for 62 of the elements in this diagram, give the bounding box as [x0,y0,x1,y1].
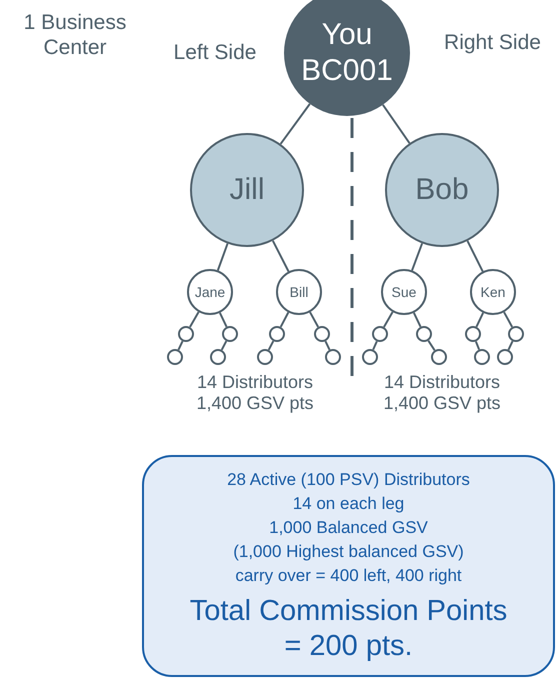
person-circle [187,269,233,315]
member-circle [508,326,524,342]
member-circle [431,349,447,365]
connector-line [280,103,311,145]
member-circle [178,326,194,342]
member-circle [465,326,481,342]
side-label: Right Side [443,30,542,55]
person-name: BC001 [301,53,393,89]
connector-line [466,240,484,272]
person-name: Bob [415,173,469,207]
connector-line [218,312,228,328]
connector-line [178,340,184,350]
connector-line [474,341,480,350]
member-circle [325,349,341,365]
summary-line: carry over = 400 left, 400 right [235,565,462,587]
connector-line [324,340,330,350]
member-circle [222,326,238,342]
member-circle [474,349,490,365]
connector-line [280,312,290,328]
connector-line [216,243,228,271]
person-circle [470,269,516,315]
connector-line [476,312,484,328]
connector-line [372,340,378,350]
person-name: Bill [290,284,308,300]
member-circle [167,349,183,365]
person-name: Sue [392,284,416,300]
member-circle [372,326,388,342]
person-name: Jill [230,173,264,207]
connector-line [272,240,290,272]
person-name: Ken [480,284,506,300]
member-circle [269,326,285,342]
member-circle [416,326,432,342]
connector-line [508,340,514,350]
person-name: Jane [194,284,226,300]
connector-line [411,243,424,271]
person-circle [381,269,427,315]
member-circle [362,349,378,365]
total-points-text: Total Commission Points = 200 pts. [188,594,508,664]
leg-total-label: 14 Distributors 1,400 GSV pts [382,372,502,414]
connector-line [189,311,200,328]
summary-line: (1,000 Highest balanced GSV) [233,541,464,563]
summary-line: 1,000 Balanced GSV [269,517,428,539]
member-circle [497,349,513,365]
member-circle [210,349,226,365]
connector-line [268,340,274,350]
connector-line [309,312,320,328]
person-circle [276,269,322,315]
side-label: Left Side [172,40,258,65]
connector-line [503,312,514,328]
connector-line [428,340,436,351]
summary-line: 28 Active (100 PSV) Distributors [227,469,470,491]
connector-line [382,104,410,144]
summary-line: 14 on each leg [292,493,404,515]
summary-box [142,455,555,677]
person-name: You [322,17,372,53]
leg-total-label: 14 Distributors 1,400 GSV pts [195,372,315,414]
connector-line [220,340,228,350]
connector-line [412,312,422,328]
member-circle [314,326,330,342]
center-count-label: 1 Business Center [22,10,128,60]
connector-line [383,311,394,328]
member-circle [257,349,273,365]
